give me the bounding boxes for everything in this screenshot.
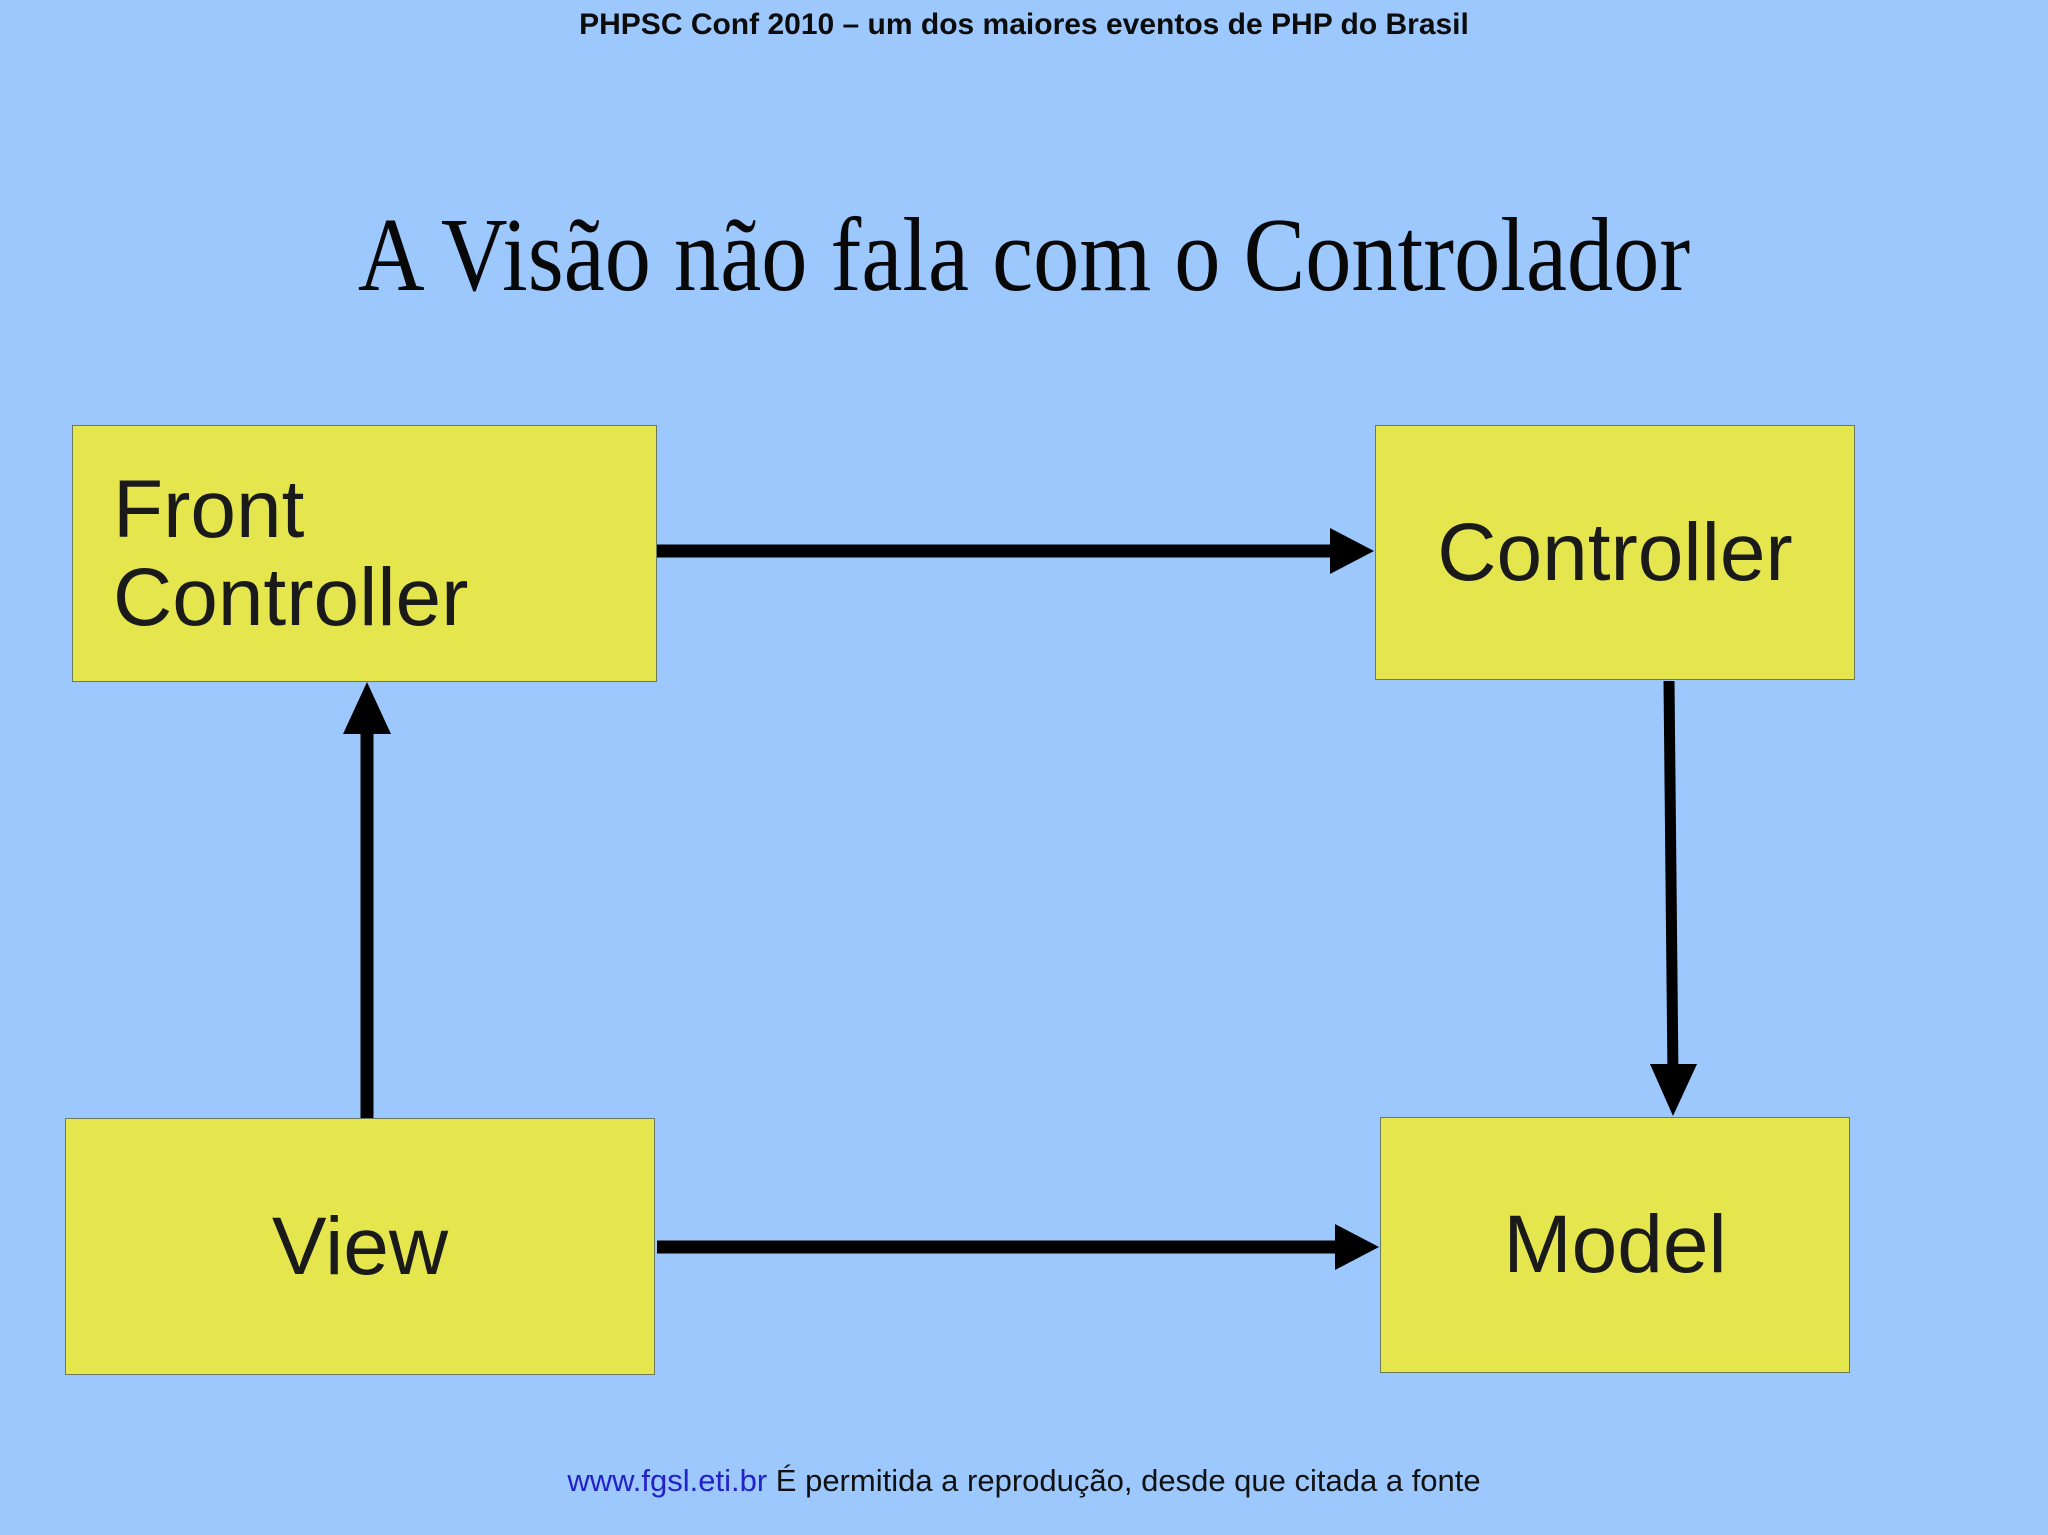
diagram-node-view: View [65, 1118, 655, 1375]
diagram-node-model: Model [1380, 1117, 1850, 1373]
node-label-controller: Controller [1437, 506, 1793, 598]
node-label-view: View [271, 1200, 449, 1292]
arrow-controller-to-model [1650, 680, 1697, 1116]
header-title-text: PHPSC Conf 2010 – um dos maiores eventos… [579, 8, 1469, 41]
arrow-view-to-model [657, 1224, 1379, 1270]
slide-header: PHPSC Conf 2010 – um dos maiores eventos… [0, 8, 2048, 42]
diagram-node-controller: Controller [1375, 425, 1855, 680]
slide-title: A Visão não fala com o Controlador [357, 196, 1691, 313]
arrow-view-to-front-controller [343, 682, 391, 1118]
node-label-front-controller: Front Controller [113, 463, 469, 643]
arrow-front-controller-to-controller [657, 528, 1374, 574]
slide-footer: www.fgsl.eti.br É permitida a reprodução… [0, 1463, 2048, 1499]
diagram-node-front-controller: Front Controller [72, 425, 657, 682]
footer-website-link[interactable]: www.fgsl.eti.br [567, 1463, 768, 1498]
node-label-model: Model [1503, 1199, 1727, 1290]
footer-copyright-note: É permitida a reprodução, desde que cita… [767, 1463, 1481, 1498]
